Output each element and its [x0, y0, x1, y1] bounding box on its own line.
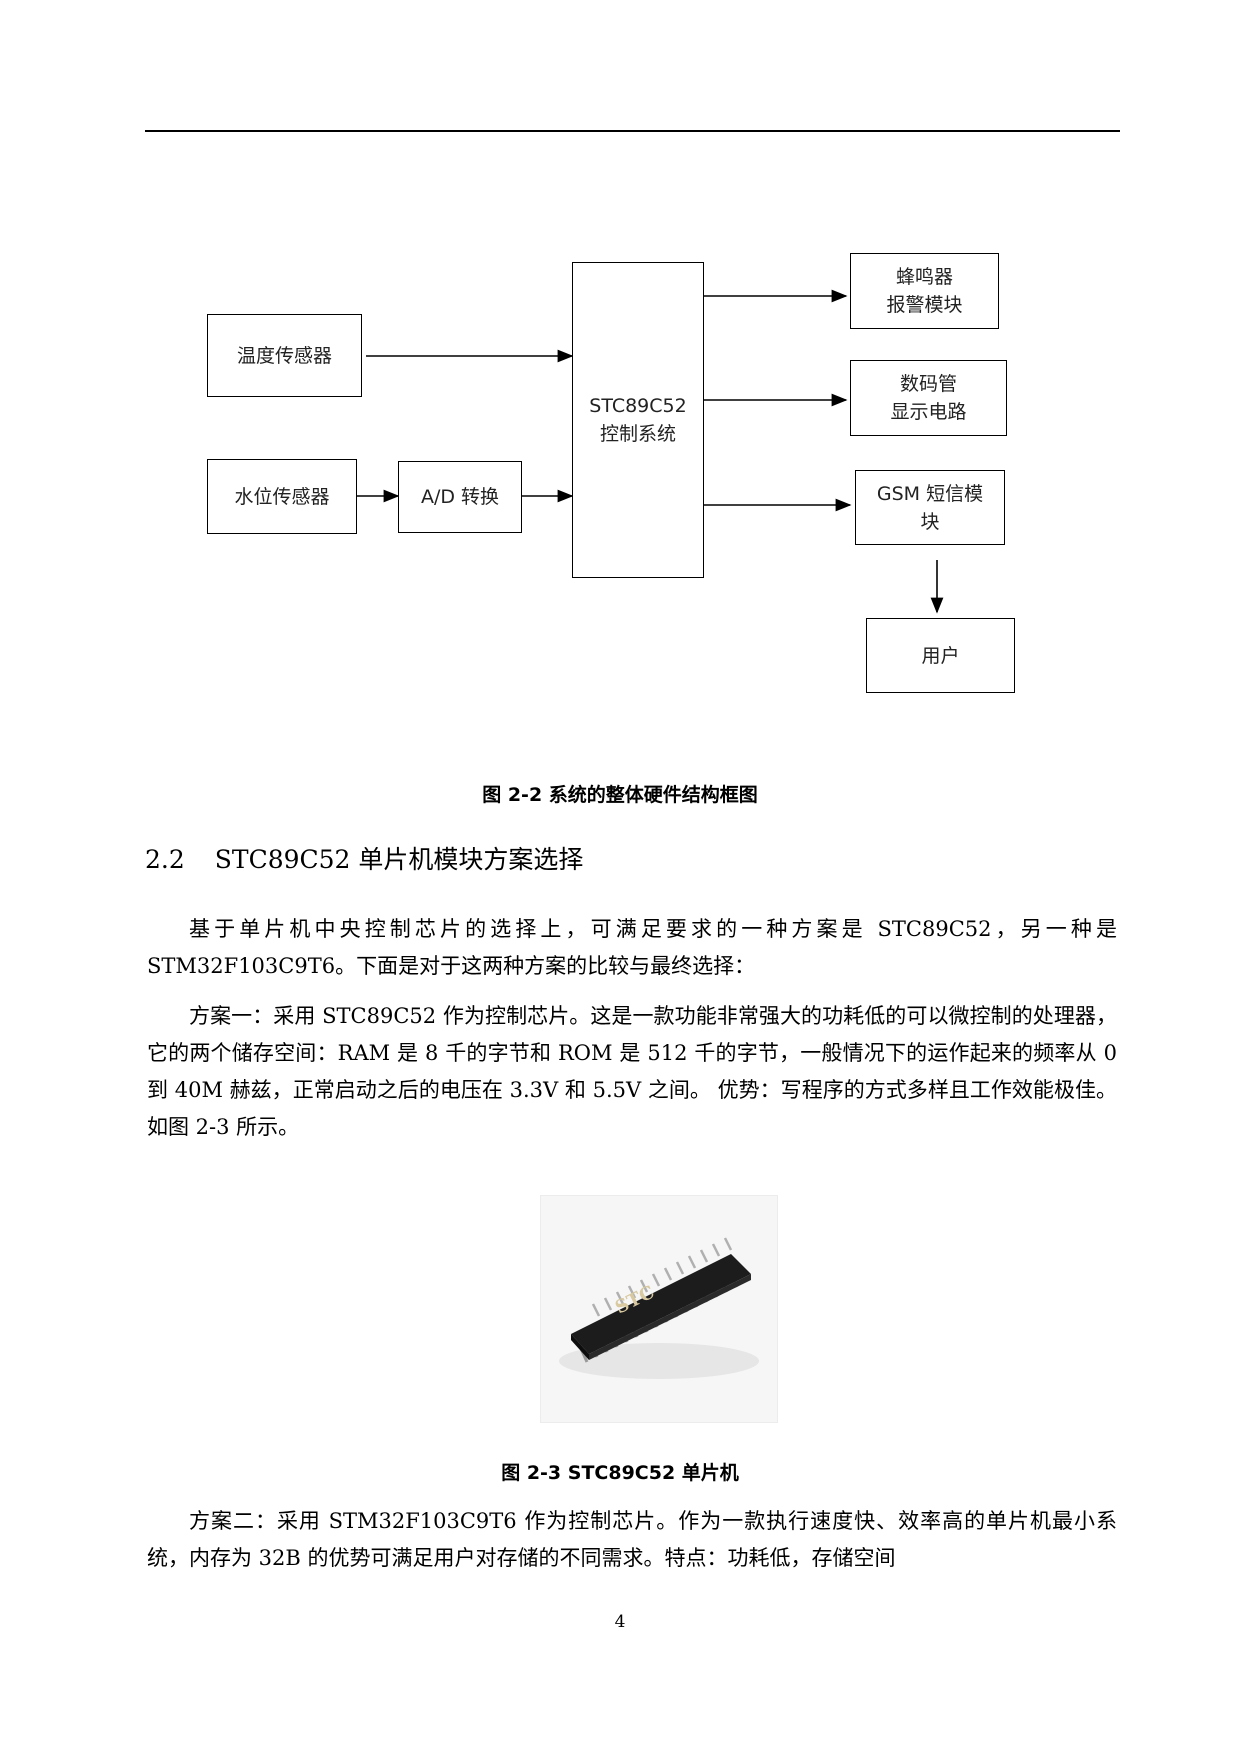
chip-photo: STC: [540, 1195, 778, 1423]
buzzer-alarm-box: 蜂鸣器 报警模块: [850, 253, 999, 329]
gsm-module-box: GSM 短信模 块: [855, 470, 1005, 545]
section-title: STC89C52 单片机模块方案选择: [214, 845, 584, 874]
temperature-sensor-box: 温度传感器: [207, 314, 362, 397]
section-number: 2.2: [145, 845, 185, 874]
paragraph-intro: 基于单片机中央控制芯片的选择上，可满足要求的一种方案是 STC89C52，另一种…: [147, 917, 1117, 978]
water-level-sensor-box: 水位传感器: [207, 459, 357, 534]
page-number: 4: [614, 1612, 626, 1632]
display-circuit-box: 数码管 显示电路: [850, 360, 1007, 436]
figure-caption-2-3: 图 2-3 STC89C52 单片机: [501, 1462, 739, 1484]
stc-chip-illustration: STC: [559, 1237, 759, 1379]
mcu-control-box: STC89C52 控制系统: [572, 262, 704, 578]
header-rule: [145, 130, 1120, 132]
section-heading: 2.2 STC89C52 单片机模块方案选择: [145, 840, 583, 876]
paragraph-option-2: 方案二：采用 STM32F103C9T6 作为控制芯片。作为一款执行速度快、效率…: [147, 1509, 1117, 1570]
user-box: 用户: [866, 618, 1015, 693]
figure-caption-2-2: 图 2-2 系统的整体硬件结构框图: [482, 784, 758, 806]
paragraph-option-1: 方案一：采用 STC89C52 作为控制芯片。这是一款功能非常强大的功耗低的可以…: [147, 1004, 1117, 1139]
ad-converter-box: A/D 转换: [398, 461, 522, 533]
diagram-arrows: [357, 289, 944, 614]
